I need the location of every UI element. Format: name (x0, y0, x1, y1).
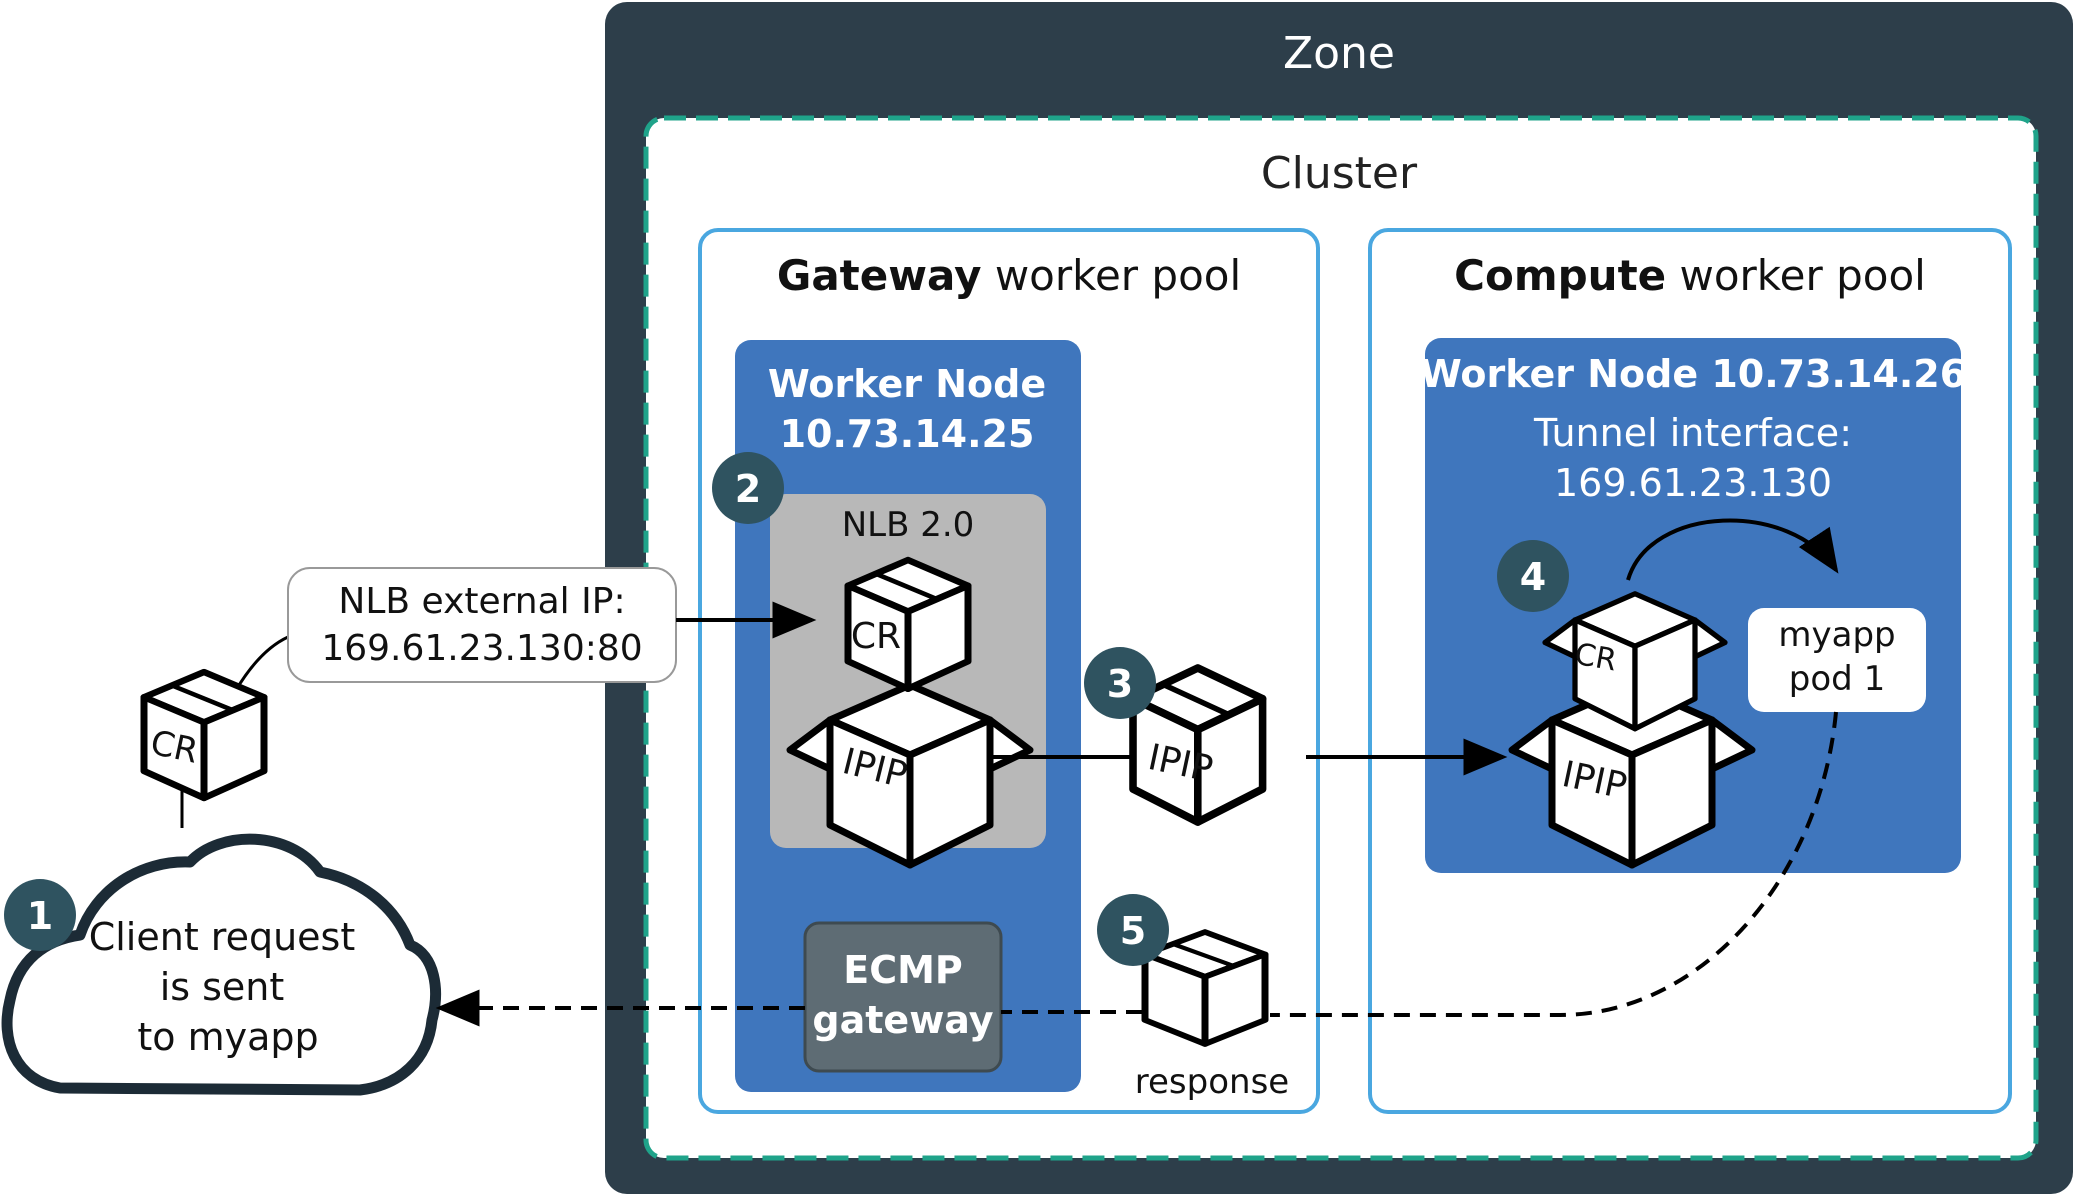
external-ip-line2: 169.61.23.130:80 (321, 628, 642, 669)
gateway-pool-title: Gateway worker pool (777, 251, 1241, 300)
response-path (1270, 711, 1838, 1017)
step-badge-1: 1 (4, 879, 76, 951)
svg-text:1: 1 (27, 894, 53, 938)
client-line1: Client request (89, 915, 356, 959)
gateway-node-name: Worker Node (768, 362, 1046, 406)
pod-label-line2: pod 1 (1789, 659, 1885, 699)
myapp-pod (1748, 608, 1926, 712)
compute-node-title: Worker Node 10.73.14.26 (1420, 352, 1966, 396)
ecmp-gateway (803, 921, 1003, 1073)
step-badge-2: 2 (712, 452, 784, 524)
client-line2: is sent (160, 965, 285, 1009)
client-line3: to myapp (137, 1015, 318, 1059)
zone-title: Zone (1283, 28, 1395, 79)
nlb-cr-label: CR (851, 616, 901, 657)
svg-text:4: 4 (1520, 555, 1546, 599)
pod-label-line1: myapp (1778, 615, 1895, 655)
svg-text:3: 3 (1107, 662, 1133, 706)
gateway-node-ip: 10.73.14.25 (780, 412, 1035, 456)
response-label: response (1135, 1062, 1289, 1102)
ecmp-label-line2: gateway (812, 998, 993, 1042)
step-badge-3: 3 (1084, 647, 1156, 719)
tunnel-interface-ip: 169.61.23.130 (1554, 461, 1832, 505)
arrow-to-pod (1626, 518, 1839, 581)
cr-to-label-line (234, 635, 289, 691)
nlb-title: NLB 2.0 (842, 505, 975, 545)
cluster-title: Cluster (1261, 148, 1418, 199)
external-ip-line1: NLB external IP: (338, 581, 625, 622)
svg-text:2: 2 (735, 467, 761, 511)
nlb-external-ip-box (287, 567, 677, 683)
cloud-icon (1, 833, 441, 1096)
svg-text:5: 5 (1120, 909, 1146, 953)
ecmp-label-line1: ECMP (843, 948, 963, 992)
step-badge-4: 4 (1497, 540, 1569, 612)
client-cr-label: CR (147, 723, 202, 772)
step-badge-5: 5 (1097, 894, 1169, 966)
compute-pool-title: Compute worker pool (1454, 251, 1926, 300)
compute-cr-label: CR (1572, 637, 1619, 679)
tunnel-interface-label: Tunnel interface: (1533, 411, 1852, 455)
